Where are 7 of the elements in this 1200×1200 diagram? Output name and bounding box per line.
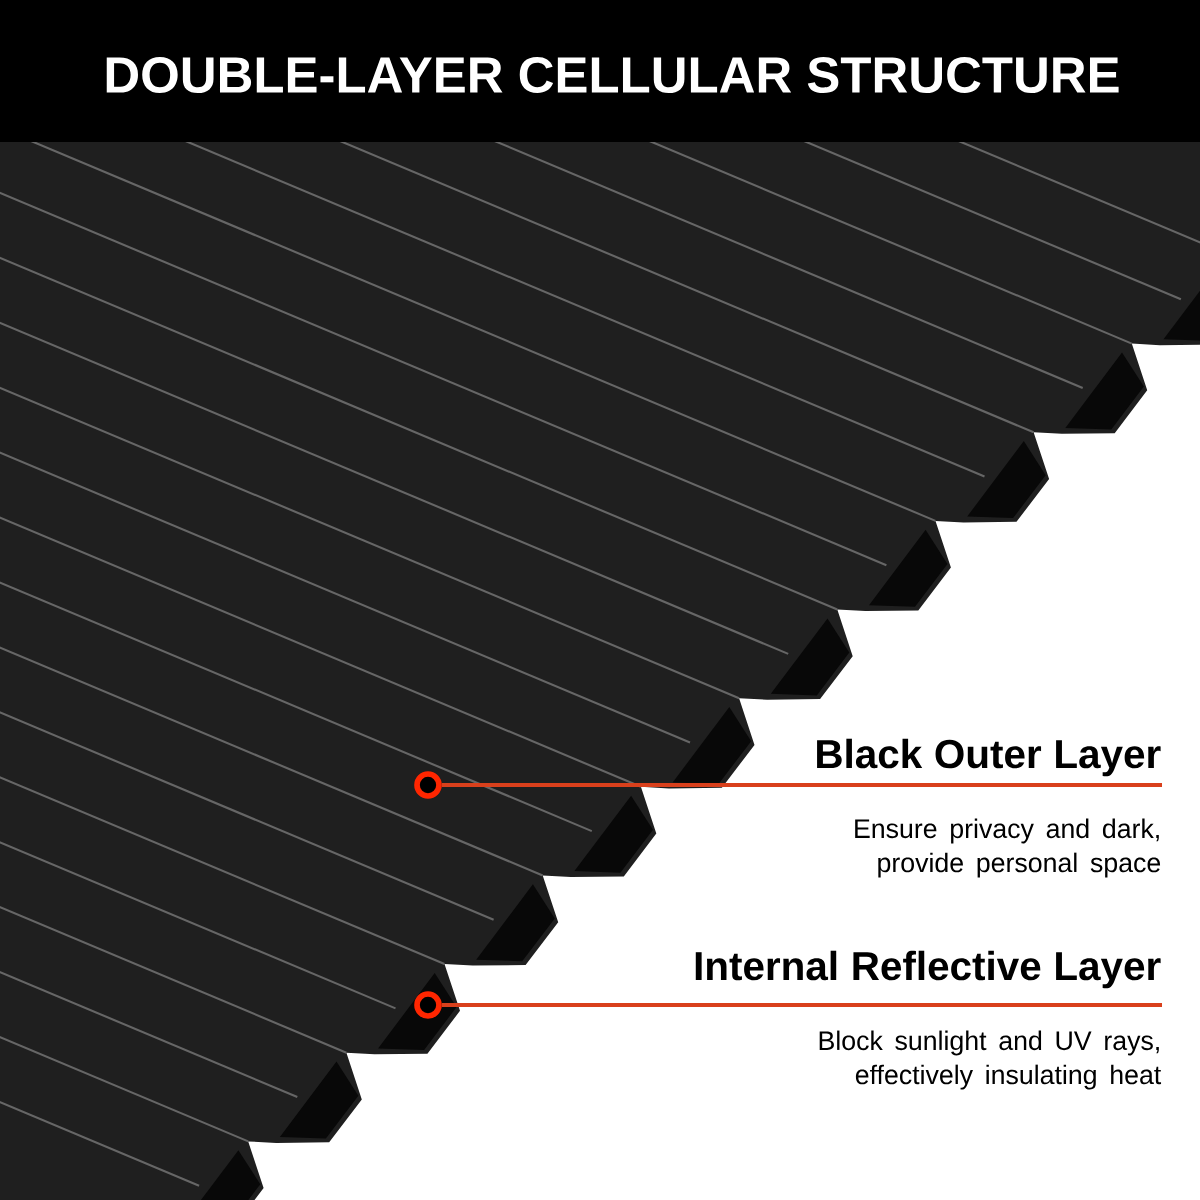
title: DOUBLE-LAYER CELLULAR STRUCTURE xyxy=(106,56,1119,94)
callout-text: Black Outer Layer Ensure privacy and dark, provide personal space xyxy=(817,738,1161,878)
leader-line xyxy=(441,782,1162,788)
leader-line xyxy=(441,1002,1162,1008)
marker-circle xyxy=(414,991,442,1019)
marker-circle xyxy=(414,771,442,799)
callout-text: Internal Reflective Layer Block sunlight and UV rays, effectively insulating heat xyxy=(695,950,1162,1090)
